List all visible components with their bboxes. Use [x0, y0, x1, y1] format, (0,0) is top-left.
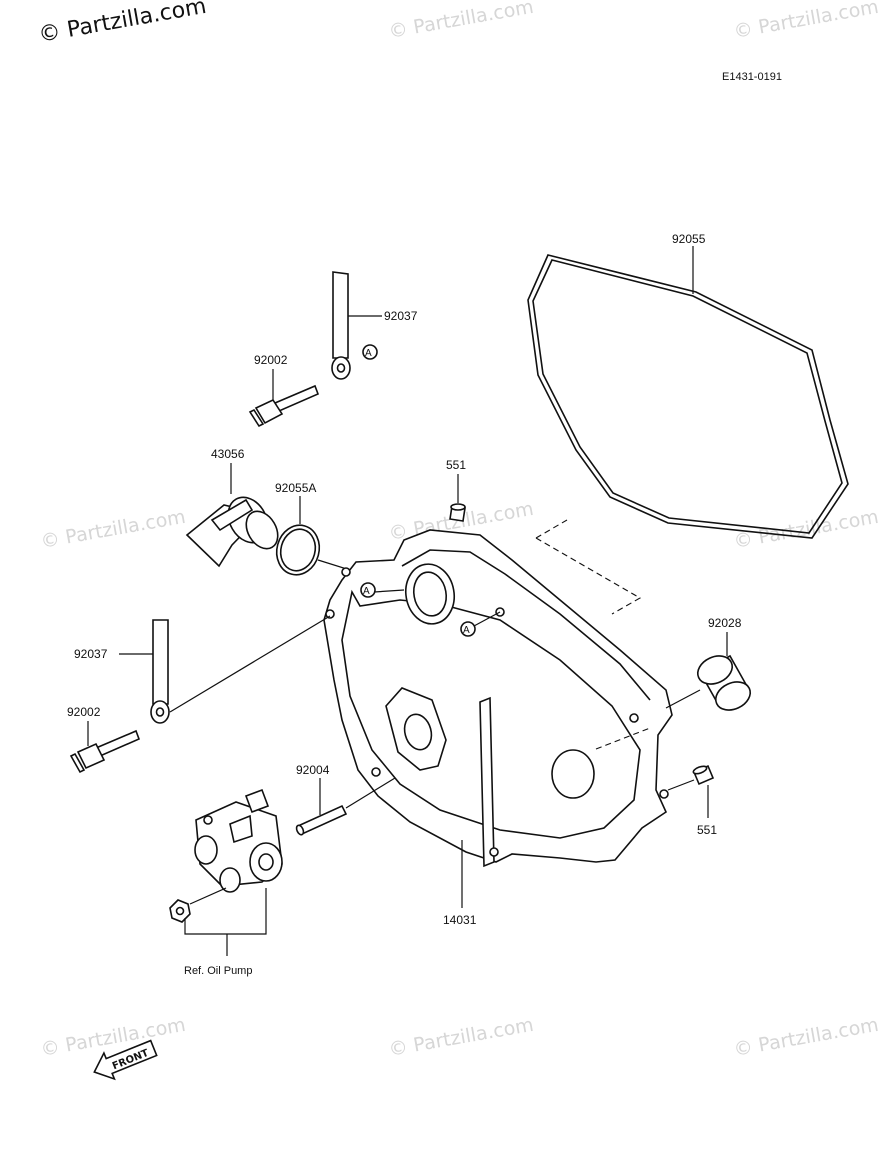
- label-bushing[interactable]: 92028: [708, 616, 742, 630]
- watermark: © Partzilla.com: [732, 506, 880, 553]
- alignment-dash: [535, 537, 642, 615]
- dowel-upper-shape: [449, 503, 466, 522]
- leader-callout-a: [473, 611, 501, 627]
- callout-a-marker: A: [360, 582, 376, 598]
- alignment-dash: [535, 519, 568, 539]
- leader-dowel-to-cover: [667, 779, 695, 791]
- bushing-shape: [696, 654, 752, 711]
- label-oil-pump: Ref. Oil Pump: [184, 965, 252, 977]
- leader-nut: [189, 887, 227, 905]
- watermark: © Partzilla.com: [39, 506, 187, 553]
- bolt-lower-shape: [69, 729, 141, 774]
- strap-lower-shape: [150, 619, 170, 724]
- label-stud[interactable]: 92004: [296, 763, 330, 777]
- watermark: © Partzilla.com: [732, 1014, 880, 1061]
- stud-shape: [295, 804, 348, 836]
- callout-a-marker: A: [362, 344, 378, 360]
- label-cover[interactable]: 14031: [443, 913, 477, 927]
- label-strap-upper[interactable]: 92037: [384, 309, 418, 323]
- label-bolt-upper[interactable]: 92002: [254, 353, 288, 367]
- bolt-upper-shape: [248, 384, 320, 428]
- oil-pump-shape: [194, 788, 283, 893]
- label-bolt-lower[interactable]: 92002: [67, 705, 101, 719]
- cover-shape: [323, 529, 673, 868]
- watermark: © Partzilla.com: [387, 0, 535, 43]
- leader-oil-pump-bracket: [184, 888, 267, 935]
- watermark-top-left: © Partzilla.com: [37, 0, 209, 48]
- callout-a-letter: A: [365, 348, 372, 359]
- watermark: © Partzilla.com: [39, 1014, 187, 1061]
- label-oil-cap[interactable]: 43056: [211, 447, 245, 461]
- leader-stud-to-cover: [345, 777, 396, 809]
- watermark: © Partzilla.com: [387, 1014, 535, 1061]
- watermark: © Partzilla.com: [732, 0, 880, 43]
- callout-a-letter: A: [363, 586, 370, 597]
- leader-callout-a: [373, 589, 405, 593]
- label-dowel-upper[interactable]: 551: [446, 458, 466, 472]
- label-dowel-lower[interactable]: 551: [697, 823, 717, 837]
- strap-upper-shape: [331, 271, 351, 380]
- label-strap-lower[interactable]: 92037: [74, 647, 108, 661]
- oil-cap-shape: [185, 496, 279, 568]
- label-oring[interactable]: 92055A: [275, 481, 316, 495]
- callout-a-letter: A: [463, 625, 470, 636]
- diagram-code: E1431-0191: [722, 71, 782, 83]
- gasket-shape: [527, 254, 849, 539]
- callout-a-marker: A: [460, 621, 476, 637]
- dowel-lower-shape: [692, 764, 715, 786]
- label-gasket[interactable]: 92055: [672, 232, 706, 246]
- oring-shape: [275, 524, 321, 576]
- leader-strap-to-cover: [169, 615, 331, 713]
- nut-shape: [169, 899, 191, 923]
- leader-bushing-to-cover: [665, 689, 701, 709]
